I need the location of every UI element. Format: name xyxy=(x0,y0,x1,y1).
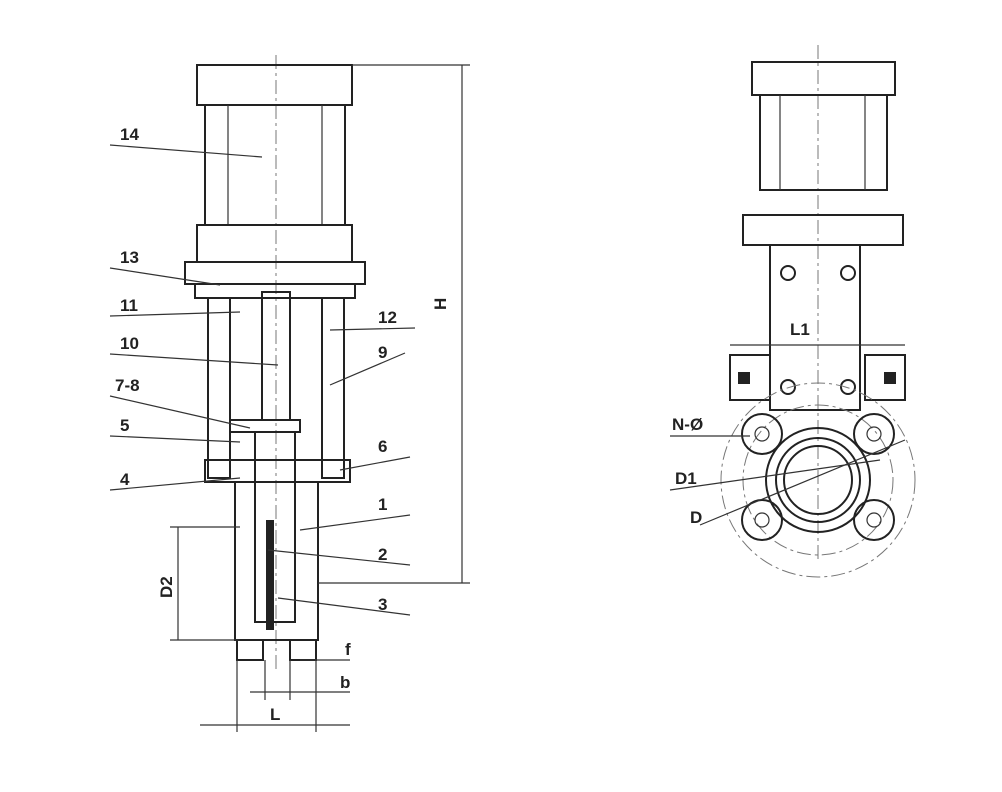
dim-D2: D2 xyxy=(157,576,176,598)
cylinder-body xyxy=(204,104,346,226)
cylinder-top-cap xyxy=(196,64,353,106)
mounting-flange xyxy=(184,261,366,285)
label-13: 13 xyxy=(120,248,139,267)
dim-N-diameter: N-Ø xyxy=(672,415,703,434)
dim-f: f xyxy=(345,640,351,659)
label-9: 9 xyxy=(378,343,387,362)
flange-ring xyxy=(765,427,871,533)
label-3: 3 xyxy=(378,595,387,614)
label-6: 6 xyxy=(378,437,387,456)
yoke-right xyxy=(321,297,345,479)
dim-D1: D1 xyxy=(675,469,697,488)
label-11: 11 xyxy=(120,296,138,315)
gate-blade xyxy=(266,520,274,630)
label-7-8: 7-8 xyxy=(115,376,140,395)
front-view xyxy=(109,55,470,732)
label-14: 14 xyxy=(120,125,139,144)
dim-L1: L1 xyxy=(790,320,810,339)
side-view xyxy=(669,45,916,578)
dim-L: L xyxy=(270,705,280,724)
label-4: 4 xyxy=(120,470,130,489)
yoke-left xyxy=(207,297,231,479)
label-10: 10 xyxy=(120,334,139,353)
label-2: 2 xyxy=(378,545,387,564)
label-1: 1 xyxy=(378,495,387,514)
side-yoke xyxy=(769,244,861,411)
dim-H: H xyxy=(431,298,450,310)
dim-b: b xyxy=(340,673,350,692)
label-12: 12 xyxy=(378,308,397,327)
label-5: 5 xyxy=(120,416,129,435)
valve-body xyxy=(234,481,319,641)
dim-D: D xyxy=(690,508,702,527)
